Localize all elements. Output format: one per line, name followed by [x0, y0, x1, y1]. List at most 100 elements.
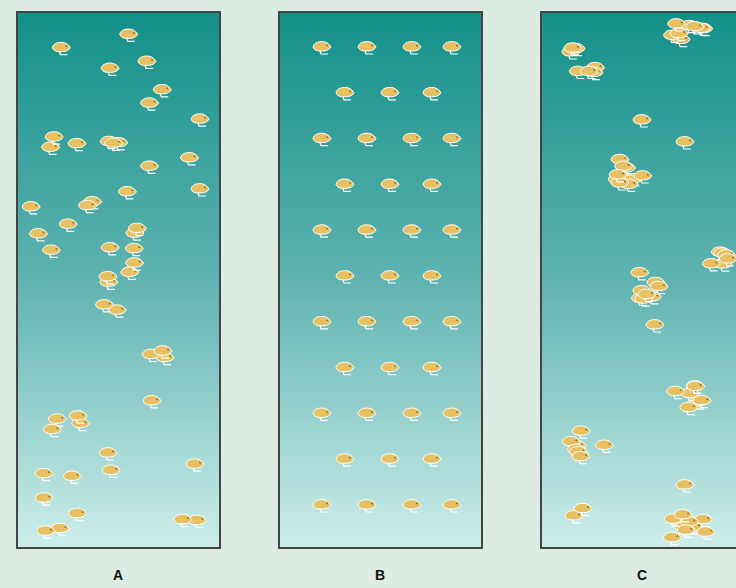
fish: [687, 381, 705, 393]
fish: [697, 527, 715, 539]
fish: [423, 271, 441, 283]
fish: [336, 87, 354, 99]
fish: [99, 448, 117, 460]
fish: [668, 19, 686, 31]
fish: [69, 508, 87, 520]
panel-random: [17, 12, 220, 548]
fish: [443, 500, 461, 512]
fish: [181, 153, 199, 165]
fish: [43, 424, 61, 436]
fish: [719, 254, 736, 266]
fish: [381, 87, 399, 99]
fish: [676, 137, 694, 149]
fish: [702, 259, 720, 271]
fish: [564, 43, 582, 55]
fish: [99, 271, 117, 283]
fish: [638, 289, 656, 301]
panel-letter: B: [375, 567, 385, 583]
fish: [381, 454, 399, 466]
fish: [676, 480, 694, 492]
fish: [336, 362, 354, 374]
fish: [609, 170, 627, 182]
fish: [423, 454, 441, 466]
fish: [143, 396, 161, 408]
fish: [52, 42, 70, 54]
fish: [358, 500, 376, 512]
fish: [64, 471, 82, 483]
fish: [443, 316, 461, 328]
fish: [79, 200, 97, 212]
fish: [686, 381, 704, 393]
fish: [358, 42, 376, 54]
fish: [154, 346, 172, 358]
fish: [663, 532, 681, 544]
fish: [403, 225, 421, 237]
fish: [634, 171, 652, 183]
fish: [574, 503, 592, 515]
fish: [68, 138, 86, 150]
fish: [443, 225, 461, 237]
fish: [336, 179, 354, 191]
fish: [403, 500, 421, 512]
fish: [443, 133, 461, 145]
fish: [423, 179, 441, 191]
fish: [125, 243, 143, 255]
panel-letter: A: [113, 567, 123, 583]
fish: [633, 115, 651, 127]
fish: [313, 316, 331, 328]
fish: [118, 186, 136, 198]
fish: [191, 184, 209, 196]
fish: [336, 271, 354, 283]
fish: [120, 29, 138, 41]
fish: [101, 242, 119, 254]
fish: [102, 465, 120, 477]
fish: [358, 225, 376, 237]
fish: [22, 202, 40, 214]
fish: [126, 258, 144, 270]
fish: [336, 454, 354, 466]
fish: [174, 514, 192, 526]
fish: [153, 84, 171, 96]
fish: [186, 459, 204, 471]
panel-letter: C: [637, 567, 647, 583]
fish: [141, 161, 159, 173]
fish: [611, 178, 629, 190]
fish: [403, 42, 421, 54]
fish: [650, 281, 668, 293]
fish: [45, 132, 63, 144]
fish: [381, 362, 399, 374]
fish: [59, 219, 77, 231]
fish: [680, 402, 698, 414]
fish: [686, 21, 704, 33]
fish: [191, 114, 209, 126]
panel-uniform: [279, 12, 482, 548]
fish: [313, 500, 331, 512]
fish: [141, 98, 159, 110]
fish: [358, 316, 376, 328]
fish: [358, 133, 376, 145]
fish: [572, 426, 590, 438]
fish: [35, 493, 53, 505]
fish: [670, 28, 688, 40]
fish: [403, 133, 421, 145]
fish: [403, 408, 421, 420]
fish: [69, 411, 87, 423]
fish: [596, 440, 614, 452]
fish: [313, 133, 331, 145]
fish: [101, 63, 119, 75]
fish: [572, 451, 590, 463]
fish: [313, 42, 331, 54]
fish: [358, 408, 376, 420]
fish: [381, 271, 399, 283]
fish: [313, 408, 331, 420]
fish: [43, 245, 61, 257]
fish: [667, 386, 685, 398]
fish: [403, 316, 421, 328]
fish: [423, 362, 441, 374]
fish: [121, 267, 139, 279]
fish: [128, 223, 146, 235]
fish: [443, 408, 461, 420]
fish: [674, 510, 692, 522]
fish: [580, 66, 598, 78]
